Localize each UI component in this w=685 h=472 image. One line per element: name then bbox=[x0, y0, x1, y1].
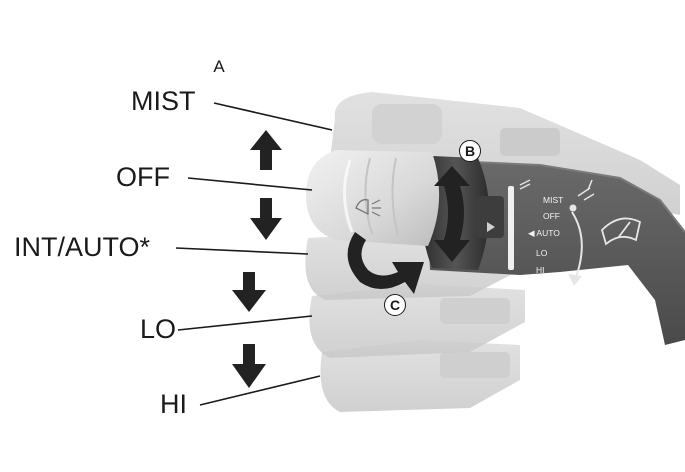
marker-b: B bbox=[459, 140, 481, 162]
label-off: OFF bbox=[116, 162, 170, 192]
ring-rotation-arrow-icon bbox=[434, 166, 470, 262]
ghost-stalk-lo bbox=[309, 284, 525, 358]
down-arrow-icon bbox=[232, 344, 266, 388]
windshield-wiper-icon bbox=[600, 217, 642, 246]
up-arrow-icon bbox=[250, 130, 282, 170]
marker-c: C bbox=[384, 294, 406, 316]
label-int-auto: INT/AUTO* bbox=[14, 232, 151, 262]
label-hi: HI bbox=[160, 389, 187, 419]
label-lo: LO bbox=[140, 314, 177, 344]
marker-a: A bbox=[213, 57, 225, 76]
ghost-stalk-hi bbox=[320, 340, 520, 412]
down-arrow-icon bbox=[250, 198, 282, 240]
leader-lines bbox=[175, 102, 333, 406]
rotate-arrow-icon bbox=[568, 204, 583, 286]
down-arrow-icon bbox=[232, 272, 266, 312]
knob-washer-icon bbox=[355, 199, 381, 217]
washer-spray-icon bbox=[577, 179, 595, 201]
scale-hi: HI bbox=[536, 265, 545, 275]
scale-lo: LO bbox=[536, 248, 548, 258]
rotate-knob-arrow-icon bbox=[347, 232, 424, 294]
scale-mist: MIST bbox=[543, 195, 564, 205]
scale-off: OFF bbox=[543, 211, 560, 221]
scale-auto: ◀ AUTO bbox=[528, 228, 560, 238]
scale-bar bbox=[508, 179, 531, 270]
stalk-knob bbox=[306, 150, 440, 246]
label-mist: MIST bbox=[131, 86, 196, 116]
